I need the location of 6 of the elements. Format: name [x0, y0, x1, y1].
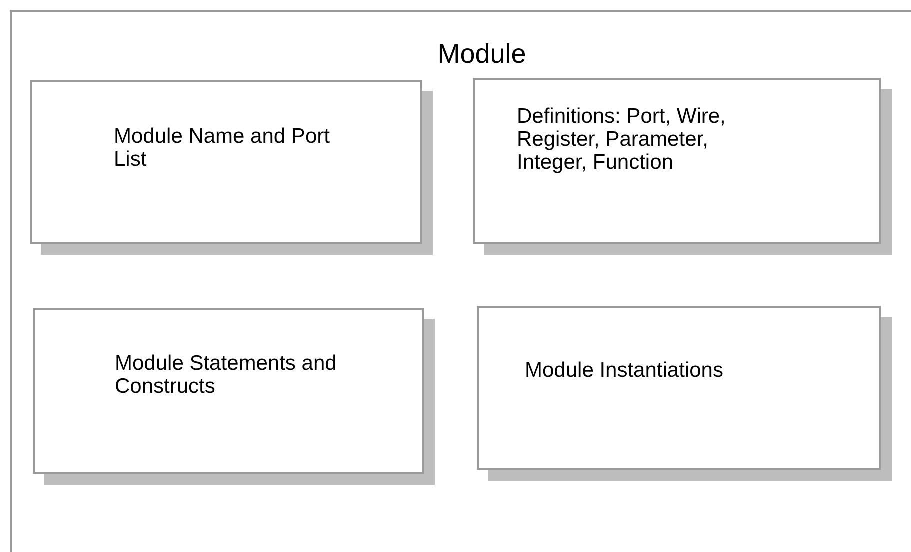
module-frame — [10, 10, 911, 552]
box-label: Definitions: Port, Wire, Register, Parameter, Integer, Function — [517, 105, 727, 174]
box-label: Module Statements and Constructs — [115, 352, 338, 398]
frame-title: Module — [436, 38, 528, 70]
box-label: Module Name and Port List — [114, 125, 331, 171]
box-label: Module Instantiations — [525, 359, 724, 382]
